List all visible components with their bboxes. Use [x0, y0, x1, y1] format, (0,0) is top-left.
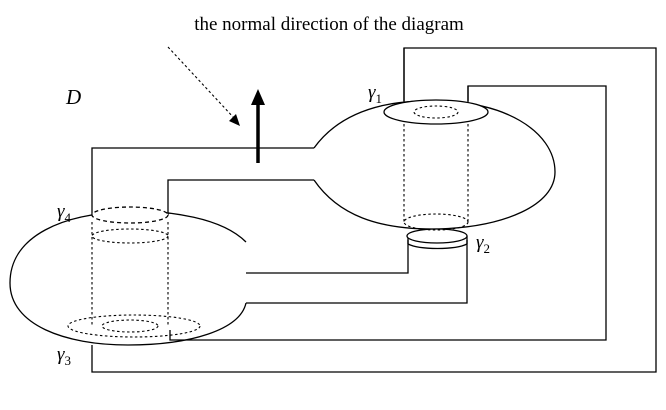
gamma-1-label: γ1: [368, 82, 382, 106]
gamma-3-inner: [101, 319, 159, 333]
outer-loop-2: [169, 85, 607, 341]
gamma-3-circle: [67, 314, 201, 338]
gamma-2-circle: [406, 228, 468, 244]
caption-text: the normal direction of the diagram: [194, 14, 464, 35]
diagram-label: D: [65, 85, 81, 109]
gamma-1-circle: [383, 99, 489, 125]
lower-surface: [9, 211, 247, 346]
gamma-4-label: γ4: [57, 201, 72, 225]
gamma-2-tube-bottom: [407, 243, 468, 250]
upper-cylinder-base: [403, 213, 469, 231]
gamma-4-circle: [91, 206, 169, 224]
caption-pointer: [167, 46, 235, 119]
upper-band-bottom: [167, 179, 314, 215]
middle-band-bottom: [246, 240, 468, 304]
lower-cylinder-top: [91, 228, 169, 244]
gamma-1-inner: [413, 105, 459, 119]
caption-pointer-head: [229, 114, 240, 126]
upper-band-top: [91, 147, 314, 215]
gamma-3-label: γ3: [57, 344, 71, 368]
normal-arrow-head: [251, 89, 265, 105]
gamma-2-label: γ2: [476, 232, 490, 256]
middle-band-top: [246, 240, 409, 274]
